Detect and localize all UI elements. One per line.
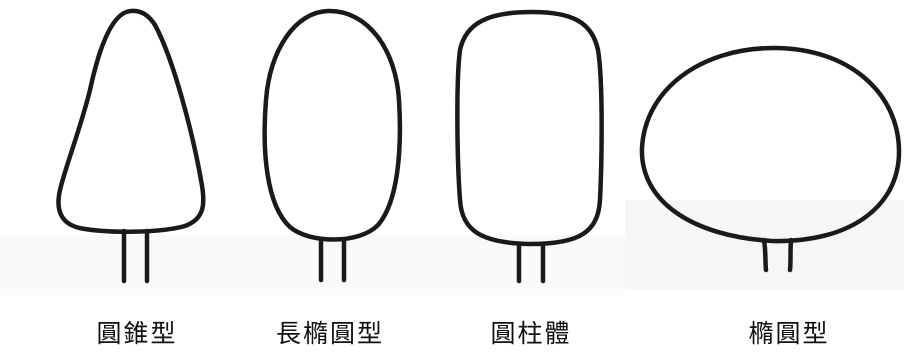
scan-background <box>0 0 904 310</box>
ellipsoid-trunk-left <box>761 237 769 273</box>
cone-caption: 圓錐型 <box>96 319 178 348</box>
ellipsoid-trunk-right <box>787 237 794 273</box>
ellipsoid-crown-outline <box>639 45 902 244</box>
long-ellipsoid-crown-outline <box>262 8 403 242</box>
long-ellipsoid-caption: 長橢圓型 <box>275 319 385 348</box>
shapes-drawing <box>56 8 902 284</box>
cylinder-tree-shape <box>455 9 604 284</box>
cone-tree-shape <box>56 8 206 284</box>
long-ellipsoid-tree-shape <box>262 8 403 283</box>
cone-crown-outline <box>56 8 206 234</box>
ellipsoid-tree-shape <box>639 45 902 273</box>
cylinder-crown-outline <box>455 9 604 247</box>
ellipsoid-caption: 橢圓型 <box>748 319 830 348</box>
cylinder-caption: 圓柱體 <box>490 319 572 348</box>
